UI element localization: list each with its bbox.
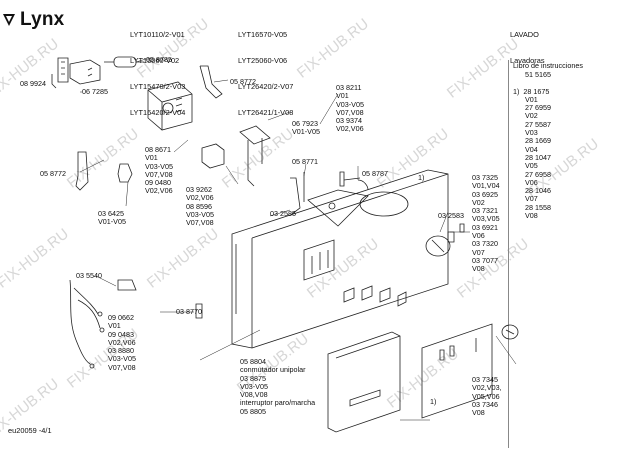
part-label: 05 8787 xyxy=(362,169,388,178)
control-panel-drawing xyxy=(231,169,449,349)
trim-panel-drawing xyxy=(421,323,493,419)
part-label: 06 7285 xyxy=(82,87,108,96)
clip-part-drawing xyxy=(117,279,137,291)
wire-harness-drawing xyxy=(69,279,105,369)
instruction-book-column: Libro de instrucciones 51 5165 1) 28 167… xyxy=(508,60,629,448)
brand-name: Lynx xyxy=(20,9,65,30)
part-label: 05 8772 xyxy=(40,169,66,178)
model-code: LYT26421/1-V08 xyxy=(238,107,294,117)
part-label: 03 2583 xyxy=(438,211,464,220)
button-set-drawing xyxy=(343,285,407,307)
side-list-line: V07 xyxy=(525,194,538,204)
model-code: LYT15060-V02 xyxy=(130,55,180,65)
part-label: 03 7325 V01,V04 03 6925 V02 03 7321 V03,… xyxy=(472,173,500,274)
part-label: 03 7345 V02,V03, V05,V06 03 7346 V08 xyxy=(472,375,502,418)
part-label: 05 8785 xyxy=(146,55,172,64)
side-list-line: 27 6958 xyxy=(525,169,551,179)
side-list-line: V01 xyxy=(525,94,538,104)
side-list-line: 28 1558 xyxy=(525,202,551,212)
side-list-line: 1) 28 1675 xyxy=(513,86,550,96)
side-list-line: V04 xyxy=(525,144,538,154)
brand-logo-icon xyxy=(3,14,15,26)
pin-part-drawing xyxy=(447,223,465,243)
side-list-line: 28 1046 xyxy=(525,186,551,196)
side-list-line: V06 xyxy=(525,177,538,187)
model-code: LYT25060-V06 xyxy=(238,55,288,65)
part-label: 03 5540 xyxy=(76,271,102,280)
side-list-line: V03 xyxy=(525,128,538,138)
wire-part-drawing xyxy=(290,172,305,215)
footnote-marker: 1) xyxy=(430,397,437,406)
part-label: 03 8770 xyxy=(176,307,202,316)
capacitor-part-drawing xyxy=(104,56,144,68)
drawer-front-drawing xyxy=(327,331,401,433)
footnote-marker: 1) xyxy=(418,173,425,182)
side-list-line: 28 1047 xyxy=(525,152,551,162)
side-list-line: 28 1669 xyxy=(525,136,551,146)
model-code: LYT16420/2-V04 xyxy=(130,107,186,117)
model-code: LYT10110/2-V01 xyxy=(130,30,185,40)
model-code: LYT16570-V05 xyxy=(238,30,288,40)
pcb-part-drawing xyxy=(307,189,369,227)
side-list-line: 51 5165 xyxy=(525,70,551,79)
hook-part-drawing xyxy=(117,163,133,183)
relay-part-drawing xyxy=(201,143,225,169)
side-title: Libro de instrucciones xyxy=(513,61,583,70)
side-list-line: 27 5587 xyxy=(525,119,551,129)
category-title: LAVADO xyxy=(510,30,539,40)
sensor-part-drawing xyxy=(339,171,369,191)
part-label: 03 2585 xyxy=(270,209,296,218)
part-label: 06 7923 V01-V05 xyxy=(292,119,320,137)
clip-part-drawing xyxy=(75,151,89,191)
side-list-line: V08 xyxy=(525,211,538,221)
model-code: LYT15470/2-V03 xyxy=(130,81,186,91)
side-list-line: V02 xyxy=(525,111,538,121)
category-subtitle: Lavadoras xyxy=(510,55,545,65)
part-label: 05 8772 xyxy=(230,77,256,86)
part-label: 03 8211 V01 V03-V05 V07,V08 03 9374 V02,… xyxy=(336,83,364,134)
part-label: 08 8671 V01 V03-V05 V07,V08 09 0480 V02,… xyxy=(145,145,173,196)
category-block: LAVADO Lavadoras xyxy=(510,14,545,83)
model-list-1: LYT10110/2-V01 LYT15060-V02 LYT15470/2-V… xyxy=(130,14,185,134)
part-label: 08 9924 xyxy=(20,79,46,88)
side-list-line: V05 xyxy=(525,161,538,171)
connector-part-drawing xyxy=(51,57,101,89)
programmer-part-drawing xyxy=(147,81,193,131)
leader-lines xyxy=(79,58,517,421)
document-code: eu20059 -4/1 xyxy=(8,426,52,435)
part-label: 05 8804 conmutador unipolar 03 8875 V03-… xyxy=(240,357,316,416)
side-list-line: 27 6959 xyxy=(525,103,551,113)
bracket-part-drawing xyxy=(199,65,223,99)
part-label: 03 9262 V02,V06 08 8596 V03-V05 V07,V08 xyxy=(186,185,214,228)
knob-part-drawing xyxy=(425,235,451,257)
part-label: 03 6425 V01-V05 xyxy=(98,209,126,227)
model-list-2: LYT16570-V05 LYT25060-V06 LYT26420/2-V07… xyxy=(238,14,293,134)
model-code: LYT26420/2-V07 xyxy=(238,81,294,91)
part-label: 09 0662 V01 09 0483 V02,V06 03 8880 V03-… xyxy=(108,313,136,372)
screw-part-drawing xyxy=(195,303,203,319)
switch-holder-drawing xyxy=(239,125,271,187)
knob-part-drawing xyxy=(501,324,519,340)
part-label: 05 8771 xyxy=(292,157,318,166)
